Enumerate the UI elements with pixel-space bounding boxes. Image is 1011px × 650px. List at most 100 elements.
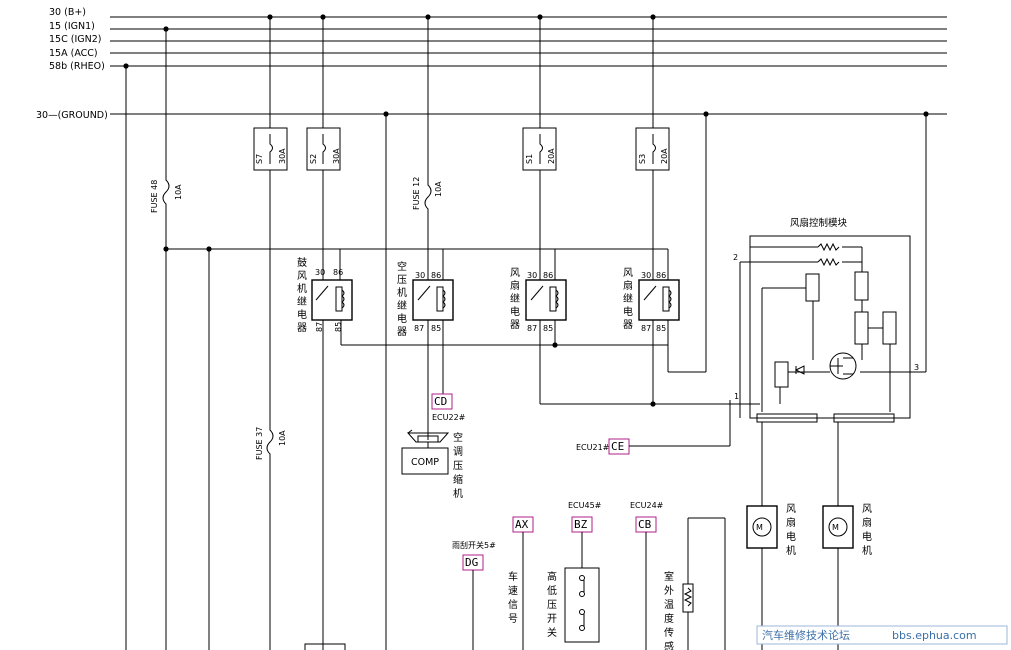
svg-text:COMP: COMP — [411, 457, 439, 468]
svg-text:FUSE 12: FUSE 12 — [412, 177, 421, 210]
svg-text:86: 86 — [431, 271, 441, 280]
svg-text:机: 机 — [786, 544, 796, 557]
svg-text:高: 高 — [547, 570, 557, 583]
relay-compressor: 30 86 87 85 — [412, 271, 454, 333]
fuse-48: FUSE 48 10A — [150, 170, 183, 213]
svg-text:电: 电 — [510, 305, 520, 318]
svg-text:电: 电 — [786, 530, 796, 543]
svg-text:AX: AX — [515, 518, 529, 531]
svg-text:电: 电 — [397, 312, 407, 325]
svg-text:30: 30 — [527, 271, 537, 280]
compressor-clutch: COMP — [401, 429, 450, 475]
fan-motor-1: M 风 扇 电 机 — [746, 422, 796, 650]
svg-text:缩: 缩 — [453, 473, 463, 486]
svg-text:30A: 30A — [278, 148, 287, 164]
svg-text:信: 信 — [508, 599, 518, 611]
label-pressure-switch: 高 低 压 开 关 — [547, 570, 557, 639]
svg-text:30: 30 — [315, 268, 325, 277]
svg-text:87: 87 — [527, 324, 537, 333]
comp-box — [401, 447, 449, 475]
connector-ax: AX — [512, 516, 534, 650]
svg-text:开: 开 — [547, 614, 557, 625]
svg-text:20A: 20A — [547, 148, 556, 164]
svg-text:10A: 10A — [278, 430, 287, 446]
svg-text:扇: 扇 — [862, 516, 872, 529]
svg-text:电: 电 — [297, 308, 307, 321]
svg-text:风: 风 — [862, 503, 872, 515]
connector-bz: BZ ECU45# — [568, 501, 602, 568]
svg-text:CD: CD — [434, 395, 447, 408]
svg-text:压: 压 — [547, 599, 557, 611]
svg-text:86: 86 — [543, 271, 553, 280]
vertical-wires — [125, 17, 654, 650]
label-fan-relay-1: 风 扇 继 电 器 — [510, 267, 520, 331]
svg-text:1: 1 — [734, 392, 739, 401]
svg-text:扇: 扇 — [623, 279, 633, 292]
svg-text:雨刮开关5#: 雨刮开关5# — [452, 540, 496, 550]
relay-fan2: 30 86 87 85 — [638, 271, 680, 333]
svg-text:继: 继 — [623, 292, 633, 305]
power-buses — [110, 16, 947, 115]
fuse-s7: S7 30A — [253, 127, 288, 171]
svg-text:ECU45#: ECU45# — [568, 501, 602, 510]
svg-text:温: 温 — [664, 599, 674, 611]
svg-text:2: 2 — [733, 253, 738, 262]
bus-label-b-plus: 30 (B+) — [49, 7, 86, 18]
svg-text:bbs.ephua.com: bbs.ephua.com — [892, 629, 977, 642]
temp-sensor — [682, 517, 726, 650]
svg-text:传: 传 — [664, 627, 674, 639]
fuse-s3: S3 20A — [635, 127, 670, 171]
bus-label-acc: 15A (ACC) — [49, 48, 98, 59]
bus-label-rheo: 58b (RHEO) — [49, 61, 105, 72]
bus-label-ign2: 15C (IGN2) — [49, 34, 101, 45]
connector-ce: CE ECU21# — [576, 400, 731, 455]
svg-text:87: 87 — [414, 324, 424, 333]
svg-text:机: 机 — [297, 282, 307, 295]
svg-text:继: 继 — [510, 292, 520, 305]
svg-text:ECU21#: ECU21# — [576, 443, 610, 452]
svg-text:风: 风 — [786, 503, 796, 515]
svg-text:S7: S7 — [255, 154, 264, 164]
svg-text:M: M — [832, 523, 839, 532]
fuse-37: FUSE 37 10A — [255, 420, 287, 462]
relay-fan1: 30 86 87 85 — [525, 271, 567, 333]
svg-text:压: 压 — [453, 460, 463, 472]
label-temp-sensor: 室 外 温 度 传 感 — [664, 570, 674, 650]
svg-text:室: 室 — [664, 570, 674, 583]
svg-text:CE: CE — [611, 440, 624, 453]
bus-label-ign1: 15 (IGN1) — [49, 21, 95, 32]
svg-text:M: M — [756, 523, 763, 532]
svg-text:风: 风 — [297, 270, 307, 282]
svg-text:继: 继 — [397, 299, 407, 312]
relay-blower: 30 86 87 85 — [311, 268, 353, 332]
svg-text:30A: 30A — [332, 148, 341, 164]
fuse-s1: S1 20A — [522, 127, 557, 171]
svg-text:风: 风 — [623, 267, 633, 279]
svg-text:FUSE 48: FUSE 48 — [150, 180, 159, 213]
fan-control-module: 风扇控制模块 2 3 1 — [733, 217, 926, 423]
svg-text:机: 机 — [453, 487, 463, 500]
svg-text:10A: 10A — [174, 184, 183, 200]
svg-text:器: 器 — [397, 326, 407, 338]
fuse-s2: S2 30A — [306, 127, 341, 171]
svg-text:继: 继 — [297, 295, 307, 308]
svg-text:机: 机 — [862, 544, 872, 557]
svg-text:汽车维修技术论坛: 汽车维修技术论坛 — [762, 628, 850, 642]
svg-text:FUSE 37: FUSE 37 — [255, 427, 264, 460]
svg-text:85: 85 — [431, 324, 441, 333]
svg-text:鼓: 鼓 — [297, 256, 307, 269]
bus-label-ground: 30—(GROUND) — [36, 110, 108, 121]
connector-cb: CB ECU24# — [630, 501, 664, 650]
svg-text:87: 87 — [641, 324, 651, 333]
svg-text:电: 电 — [862, 530, 872, 543]
label-ac-compressor: 空 调 压 缩 机 — [453, 431, 463, 500]
svg-text:87: 87 — [315, 322, 324, 332]
svg-text:感: 感 — [664, 640, 674, 650]
svg-text:DG: DG — [465, 556, 478, 569]
svg-text:扇: 扇 — [510, 279, 520, 292]
svg-text:速: 速 — [508, 585, 518, 597]
svg-text:85: 85 — [543, 324, 553, 333]
svg-text:30: 30 — [641, 271, 651, 280]
svg-text:压: 压 — [397, 274, 407, 286]
